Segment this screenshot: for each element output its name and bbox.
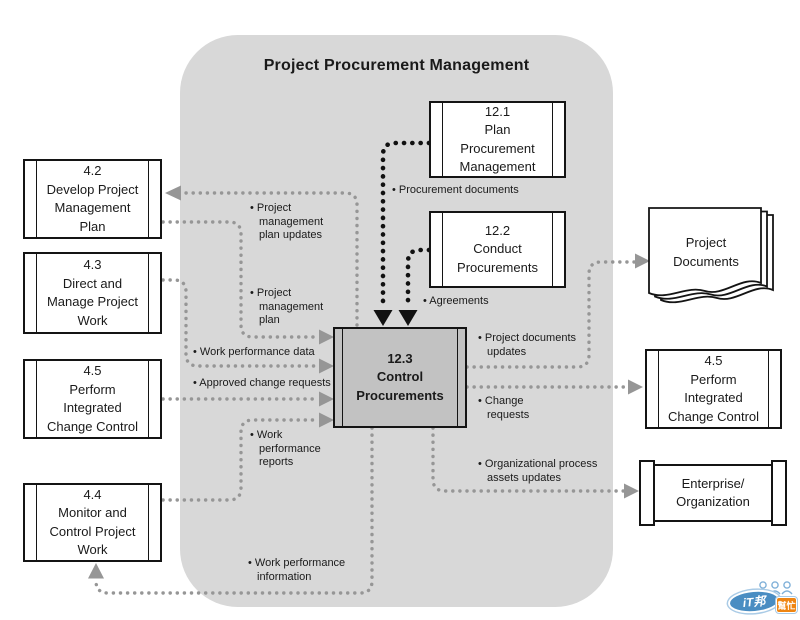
watermark-brand-text: iT邦 bbox=[727, 587, 781, 616]
process-box-4-5-perform-integrated-change-control-left: 4.5 Perform Integrated Change Control bbox=[23, 359, 162, 439]
arrowhead-into-enterprise bbox=[624, 483, 639, 499]
project-documents-shape bbox=[648, 207, 788, 313]
enterprise-organization-box: Enterprise/ Organization bbox=[653, 464, 773, 522]
process-box-4-2-develop-project-management-plan: 4.2 Develop Project Management Plan bbox=[23, 159, 162, 239]
process-box-4-4-monitor-and-control-project-work: 4.4 Monitor and Control Project Work bbox=[23, 483, 162, 562]
process-box-12-3-control-procurements: 12.3 Control Procurements bbox=[333, 327, 467, 428]
label-pm-plan-updates: • Project management plan updates bbox=[250, 202, 324, 241]
label-pm-plan: • Project management plan bbox=[250, 287, 324, 326]
label-work-performance-information: • Work performance information bbox=[248, 557, 346, 583]
project-documents-label: Project Documents bbox=[673, 235, 739, 269]
process-box-4-5-perform-integrated-change-control-right: 4.5 Perform Integrated Change Control bbox=[645, 349, 782, 429]
label-change-requests: • Change requests bbox=[478, 395, 530, 421]
process-box-4-3-direct-and-manage-project-work: 4.3 Direct and Manage Project Work bbox=[23, 252, 162, 334]
label-agreements: • Agreements bbox=[423, 295, 489, 307]
enterprise-right-tab bbox=[771, 460, 787, 526]
label-procurement-documents: • Procurement documents bbox=[392, 184, 519, 196]
process-box-12-2-conduct-procurements: 12.2 Conduct Procurements bbox=[429, 211, 566, 288]
label-project-documents-updates: • Project documents updates bbox=[478, 332, 577, 358]
arrowhead-into-4-5-right bbox=[628, 379, 643, 395]
label-work-performance-reports: • Work performance reports bbox=[250, 429, 321, 468]
label-approved-change-requests: • Approved change requests bbox=[193, 377, 331, 389]
process-box-12-1-plan-procurement-management: 12.1 Plan Procurement Management bbox=[429, 101, 566, 178]
arrowhead-into-4-4 bbox=[88, 563, 104, 579]
watermark-suffix-text: 幫忙 bbox=[776, 597, 797, 613]
diagram-title: Project Procurement Management bbox=[263, 57, 530, 74]
label-work-performance-data: • Work performance data bbox=[193, 346, 315, 358]
ithelp-watermark-logo: iT邦 幫忙 bbox=[726, 580, 798, 618]
arrowhead-into-4-2 bbox=[165, 185, 181, 201]
label-organizational-process-assets-updates: • Organizational process assets updates bbox=[478, 458, 598, 484]
